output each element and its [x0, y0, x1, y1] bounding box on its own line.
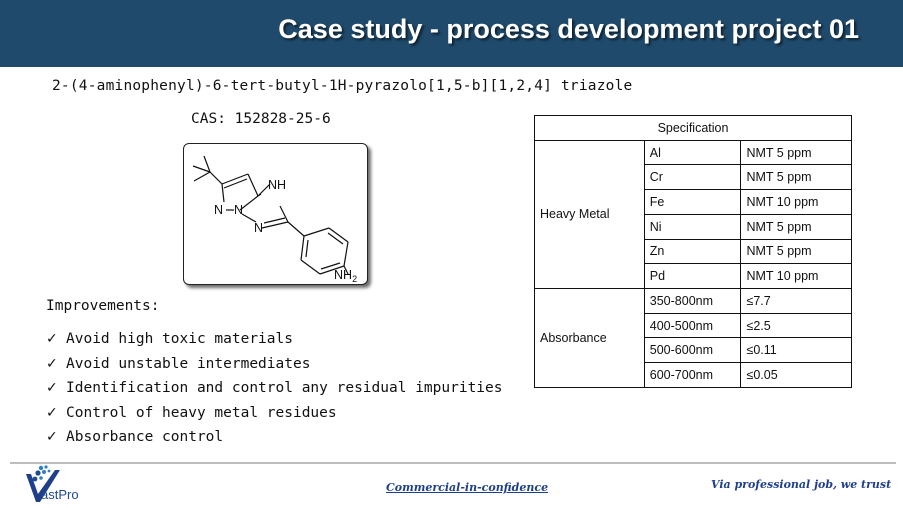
improvements-list: ✓ Avoid high toxic materials ✓ Avoid unsta…: [46, 327, 503, 450]
spec-limit: ≤7.7: [740, 288, 852, 314]
check-icon: ✓: [46, 355, 58, 372]
compound-name: 2-(4-aminophenyl)-6-tert-butyl-1H-pyrazo…: [52, 78, 633, 94]
vastpro-logo: [26, 465, 60, 502]
list-item: ✓ Avoid high toxic materials: [46, 327, 503, 352]
list-item-text: Control of heavy metal residues: [66, 404, 337, 421]
list-item: ✓ Identification and control any residual…: [46, 376, 503, 401]
table-row: Zn NMT 5 ppm: [535, 238, 852, 265]
spec-item: Zn: [643, 238, 742, 265]
spec-limit: NMT 5 ppm: [740, 213, 852, 240]
spec-limit: NMT 5 ppm: [740, 238, 852, 265]
list-item-text: Avoid high toxic materials: [66, 331, 293, 348]
page-title: Case study - process development project…: [278, 14, 859, 44]
table-row: Heavy Metal Al NMT 5 ppm: [534, 139, 852, 290]
spec-item: 600-700nm: [643, 362, 742, 388]
check-icon: ✓: [46, 331, 58, 348]
spec-limit: NMT 10 ppm: [740, 263, 852, 290]
structure-label-nh: NH: [268, 178, 286, 192]
cas-number: CAS: 152828-25-6: [191, 111, 331, 127]
spec-item: 500-600nm: [643, 337, 742, 364]
spec-limit: NMT 5 ppm: [740, 164, 852, 191]
list-item-text: Identification and control any residual …: [66, 380, 503, 397]
list-item: ✓ Absorbance control: [46, 425, 503, 450]
table-header: Specification: [534, 115, 852, 141]
confidential-notice: Commercial-in-confidence: [386, 481, 549, 494]
spec-item: Cr: [643, 164, 742, 191]
spec-limit: NMT 10 ppm: [740, 189, 852, 215]
spec-item: Al: [643, 139, 742, 166]
check-icon: ✓: [46, 404, 58, 421]
spec-limit: ≤0.05: [740, 362, 852, 388]
list-item-text: Absorbance control: [66, 429, 224, 446]
group-heavy-metal: Heavy Metal: [534, 139, 645, 290]
list-item-text: Avoid unstable intermediates: [66, 355, 311, 372]
list-item: ✓ Avoid unstable intermediates: [46, 352, 503, 377]
structure-label-n1: N: [214, 203, 223, 217]
table-header-row: Specification: [534, 115, 852, 141]
group-absorbance: Absorbance: [534, 288, 645, 388]
spec-item: 400-500nm: [643, 312, 742, 339]
table-row: Cr NMT 5 ppm: [535, 164, 852, 191]
structure-label-n3: N: [254, 221, 263, 235]
check-icon: ✓: [46, 380, 58, 397]
table-row: 600-700nm ≤0.05: [535, 362, 852, 388]
table-row: Ni NMT 5 ppm: [535, 213, 852, 240]
table-row: Absorbance 350-800nm ≤7.7: [534, 288, 852, 388]
specification-table: Specification Heavy Metal Al NMT 5 ppm C…: [534, 115, 852, 388]
logo-text: astPro: [41, 487, 79, 502]
spec-item: 350-800nm: [643, 288, 742, 314]
structure-label-nh2: NH2: [334, 268, 357, 284]
improvements-title: Improvements:: [46, 298, 160, 314]
spec-limit: NMT 5 ppm: [740, 139, 852, 166]
chemical-structure: NH N N N NH2: [183, 143, 368, 285]
company-motto: Via professional job, we trust: [711, 478, 892, 491]
spec-item: Pd: [643, 263, 742, 290]
list-item: ✓ Control of heavy metal residues: [46, 401, 503, 426]
spec-limit: ≤2.5: [740, 312, 852, 339]
spec-item: Fe: [643, 189, 742, 215]
check-icon: ✓: [46, 429, 58, 446]
spec-item: Ni: [643, 213, 742, 240]
header-bar: Case study - process development project…: [0, 0, 903, 67]
structure-label-n2: N: [234, 203, 243, 217]
table-row: 400-500nm ≤2.5: [535, 312, 852, 339]
spec-limit: ≤0.11: [740, 337, 852, 364]
table-row: Pd NMT 10 ppm: [535, 263, 852, 290]
footer-divider: [10, 462, 896, 464]
